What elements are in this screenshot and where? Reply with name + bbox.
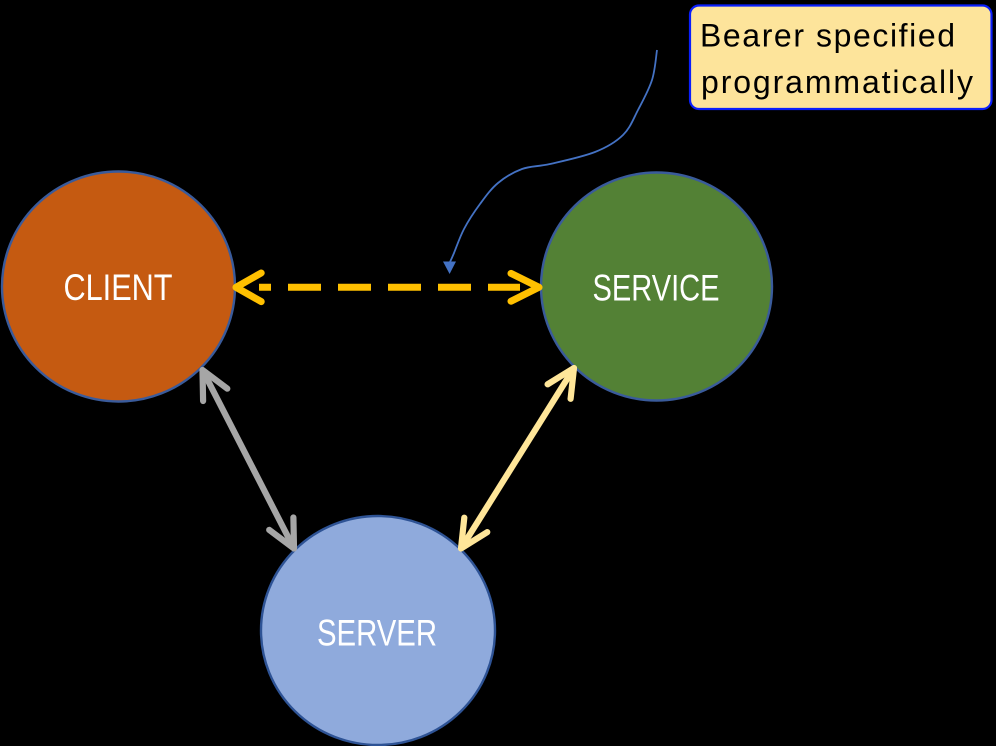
svg-text:SERVER: SERVER	[317, 613, 437, 654]
svg-text:Bearer specified: Bearer specified	[700, 18, 955, 54]
svg-text:programmatically: programmatically	[701, 64, 973, 100]
svg-text:CLIENT: CLIENT	[64, 267, 173, 308]
svg-text:SERVICE: SERVICE	[593, 268, 720, 309]
